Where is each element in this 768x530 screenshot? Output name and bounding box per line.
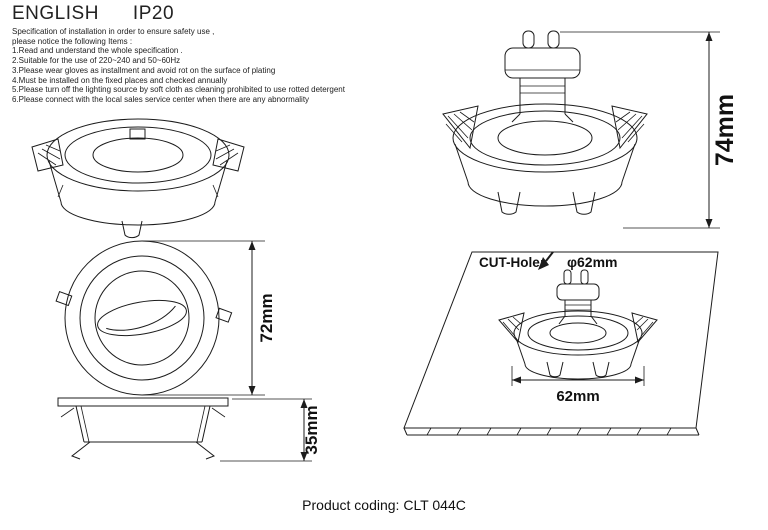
dim-62mm-label: 62mm bbox=[556, 388, 599, 405]
cutout-diameter-label: φ62mm bbox=[567, 254, 617, 270]
spec-item: 6.Please connect with the local sales se… bbox=[12, 94, 310, 104]
spring-clip-right bbox=[212, 138, 245, 172]
ip-rating-label: IP20 bbox=[132, 3, 175, 24]
language-label: ENGLISH bbox=[12, 3, 99, 24]
spring-clip-right bbox=[611, 105, 648, 150]
trim-ring-face bbox=[55, 240, 233, 396]
ceiling-panel bbox=[403, 251, 719, 436]
spec-item: 5.Please turn off the lighting source by… bbox=[12, 85, 345, 95]
dimension-74mm: 74mm bbox=[560, 31, 739, 229]
spec-item: 3.Please wear gloves as installment and … bbox=[12, 65, 276, 75]
fixture-perspective-drawing bbox=[31, 118, 245, 239]
dim-72mm-label: 72mm bbox=[257, 293, 276, 342]
dim-74mm-label: 74mm bbox=[711, 94, 739, 166]
spec-intro-line: Specification of installation in order t… bbox=[12, 27, 215, 36]
safety-notes: Specification of installation in order t… bbox=[12, 27, 452, 105]
spec-item: 4.Must be installed on the fixed places … bbox=[12, 75, 228, 85]
mounting-ring bbox=[46, 118, 230, 239]
dimension-62mm: 62mm bbox=[511, 366, 645, 405]
cutout-callout: CUT-Hole: φ62mm bbox=[479, 251, 617, 270]
cut-hole-label: CUT-Hole: bbox=[479, 255, 544, 270]
recessed-fixture bbox=[498, 269, 658, 380]
fixture-side-view-drawing: 35mm bbox=[57, 397, 321, 462]
header: ENGLISH IP20 bbox=[12, 3, 174, 25]
pointer-arrow-icon bbox=[538, 251, 554, 270]
dimension-72mm: 72mm bbox=[142, 240, 276, 396]
spec-item: 1.Read and understand the whole specific… bbox=[12, 46, 183, 56]
fixture-body-profile bbox=[57, 397, 229, 460]
spec-intro-line: please notice the following Items : bbox=[12, 36, 133, 46]
fixture-height-drawing: 74mm bbox=[442, 30, 739, 229]
spec-item: 2.Suitable for the use of 220~240 and 50… bbox=[12, 56, 181, 66]
mounting-ring bbox=[452, 103, 638, 215]
cutout-installation-drawing: CUT-Hole: φ62mm bbox=[403, 251, 719, 436]
gu10-lamp-holder bbox=[504, 30, 581, 123]
product-coding: Product coding: CLT 044C bbox=[302, 497, 466, 513]
dim-35mm-label: 35mm bbox=[302, 405, 321, 454]
spring-clip-left bbox=[442, 105, 479, 150]
dimension-35mm: 35mm bbox=[220, 398, 321, 462]
spring-clip-left bbox=[31, 138, 64, 172]
fixture-top-view-drawing: 72mm bbox=[55, 240, 276, 396]
